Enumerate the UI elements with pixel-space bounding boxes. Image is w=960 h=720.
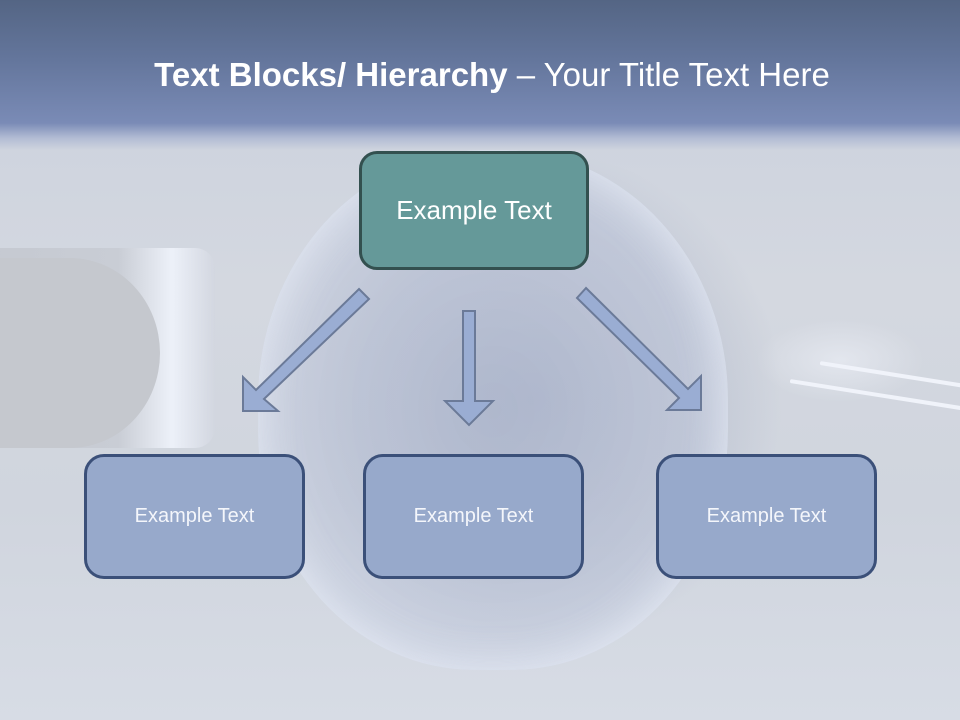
child-text-block-label: Example Text	[413, 505, 534, 527]
root-text-block[interactable]: Example Text	[359, 151, 589, 270]
arrow-down-icon	[442, 310, 496, 427]
title-bar: Text Blocks/ Hierarchy – Your Title Text…	[0, 0, 960, 150]
slide-title-subtitle: – Your Title Text Here	[507, 56, 830, 93]
background-needle-image	[819, 361, 960, 389]
child-text-block-label: Example Text	[706, 505, 827, 527]
background-pipette-tip-image	[0, 258, 160, 448]
child-text-block-label: Example Text	[134, 505, 255, 527]
child-text-block-right[interactable]: Example Text	[656, 454, 877, 579]
slide-title: Text Blocks/ Hierarchy – Your Title Text…	[0, 52, 960, 98]
slide-title-bold: Text Blocks/ Hierarchy	[154, 56, 508, 93]
root-text-block-label: Example Text	[396, 195, 552, 225]
child-text-block-center[interactable]: Example Text	[363, 454, 584, 579]
arrow-down-right-icon	[575, 286, 702, 411]
child-text-block-left[interactable]: Example Text	[84, 454, 305, 579]
arrow-down-left-icon	[242, 287, 371, 412]
